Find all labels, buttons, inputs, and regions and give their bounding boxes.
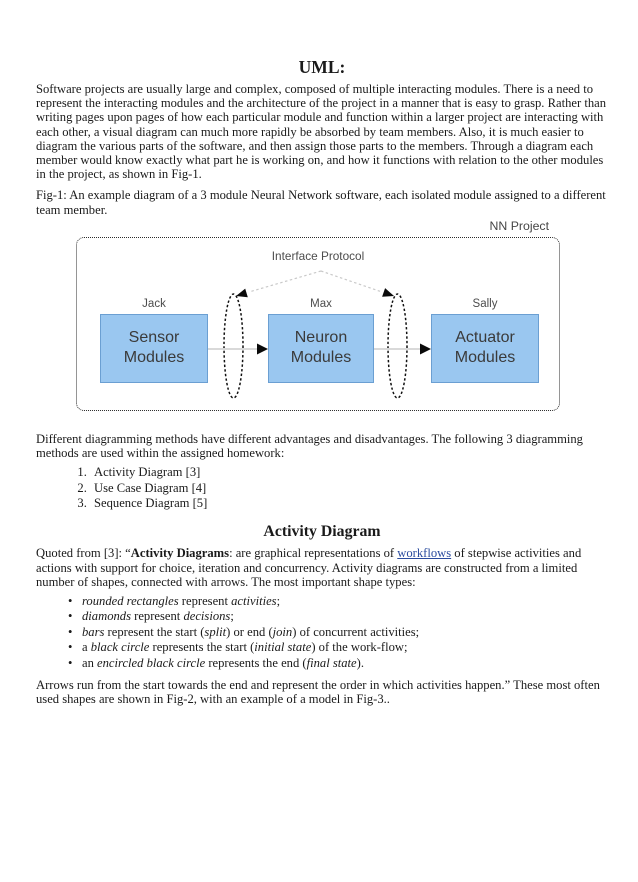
italic-text: activities xyxy=(231,594,277,609)
text-run: : are graphical representations of xyxy=(229,546,398,561)
text-run: ) of the work-flow; xyxy=(311,640,408,655)
intro-paragraph: Software projects are usually large and … xyxy=(36,82,607,182)
text-run: ; xyxy=(230,609,234,624)
fan-line-left xyxy=(248,270,322,293)
fan-arrowhead-right-icon xyxy=(382,287,394,297)
section-title: Activity Diagram xyxy=(263,523,381,541)
fan-line-right xyxy=(320,270,383,293)
interface-protocol-label: Interface Protocol xyxy=(271,248,365,263)
text-run: a xyxy=(82,640,91,655)
text-run: an xyxy=(82,655,98,670)
module-box: Sensor Modules xyxy=(100,313,208,383)
text-run: ) or end ( xyxy=(226,624,273,639)
text-run: Quoted from [3]: “ xyxy=(36,546,131,561)
methods-list: Activity Diagram [3] Use Case Diagram [4… xyxy=(36,465,608,511)
text-run: represents the start ( xyxy=(149,640,255,655)
italic-text: initial state xyxy=(254,640,312,655)
flow-arrowhead-right-icon xyxy=(420,343,431,355)
fig1-caption: Fig-1: An example diagram of a 3 module … xyxy=(36,188,606,217)
text-run: represent xyxy=(130,609,184,624)
italic-text: bars xyxy=(82,624,105,639)
nn-project-boundary: Interface Protocol Jack Sensor Modules M… xyxy=(76,236,560,411)
italic-text: split xyxy=(204,624,227,639)
bold-text: Activity Diagrams xyxy=(130,546,230,561)
methods-paragraph: Different diagramming methods have diffe… xyxy=(36,431,583,461)
document-content: UML: Software projects are usually large… xyxy=(36,56,608,707)
text-run: represent xyxy=(178,594,232,609)
text-run: ). xyxy=(356,655,364,670)
fig1-diagram: NN Project Interface Protocol Jack xyxy=(36,219,608,411)
text-run: represent the start ( xyxy=(104,624,205,639)
fan-arrowhead-left-icon xyxy=(236,288,248,298)
text-run: ) of concurrent activities; xyxy=(292,624,420,639)
flow-arrowhead-left-icon xyxy=(257,343,268,355)
text-run: Arrows run from the start towards the en… xyxy=(36,678,600,707)
italic-text: join xyxy=(272,624,293,639)
module-owner-label: Jack xyxy=(142,297,166,310)
italic-text: diamonds xyxy=(82,609,131,624)
list-item: a black circle represents the start (ini… xyxy=(68,640,608,656)
italic-text: rounded rectangles xyxy=(82,594,179,609)
interface-ellipse-left-icon xyxy=(223,293,244,399)
list-item: an encircled black circle represents the… xyxy=(68,655,608,672)
list-item: Sequence Diagram [5] xyxy=(90,496,608,511)
text-run: of stepwise activities and actions with … xyxy=(36,546,582,589)
list-item: Use Case Diagram [4] xyxy=(90,481,608,496)
closing-paragraph: Arrows run from the start towards the en… xyxy=(36,678,608,706)
module-owner-label: Sally xyxy=(472,297,498,310)
italic-text: encircled black circle xyxy=(97,655,206,670)
doc-title: UML: xyxy=(298,57,346,77)
module-box: Actuator Modules xyxy=(431,313,539,383)
module-box: Neuron Modules xyxy=(268,313,374,383)
module-neuron: Max Neuron Modules xyxy=(268,296,374,383)
list-item: diamonds represent decisions; xyxy=(68,609,608,625)
list-item: bars represent the start (split) or end … xyxy=(68,624,608,641)
module-sensor: Jack Sensor Modules xyxy=(100,296,208,383)
quoted-paragraph: Quoted from [3]: “Activity Diagrams: are… xyxy=(36,546,608,589)
module-owner-label: Max xyxy=(310,297,332,310)
nn-project-label: NN Project xyxy=(489,218,549,233)
list-item: rounded rectangles represent activities; xyxy=(68,594,608,610)
shape-type-list: rounded rectangles represent activities;… xyxy=(36,594,608,671)
document-page: { "doc": { "title": "UML:", "intro": "So… xyxy=(0,56,638,882)
module-actuator: Sally Actuator Modules xyxy=(431,296,539,383)
italic-text: black circle xyxy=(90,640,150,655)
list-item: Activity Diagram [3] xyxy=(90,465,608,480)
italic-text: decisions xyxy=(183,609,231,624)
workflows-link[interactable]: workflows xyxy=(397,546,452,561)
text-run: represents the end ( xyxy=(205,655,307,670)
interface-ellipse-right-icon xyxy=(387,293,408,399)
italic-text: final state xyxy=(306,655,357,670)
text-run: ; xyxy=(276,594,281,609)
